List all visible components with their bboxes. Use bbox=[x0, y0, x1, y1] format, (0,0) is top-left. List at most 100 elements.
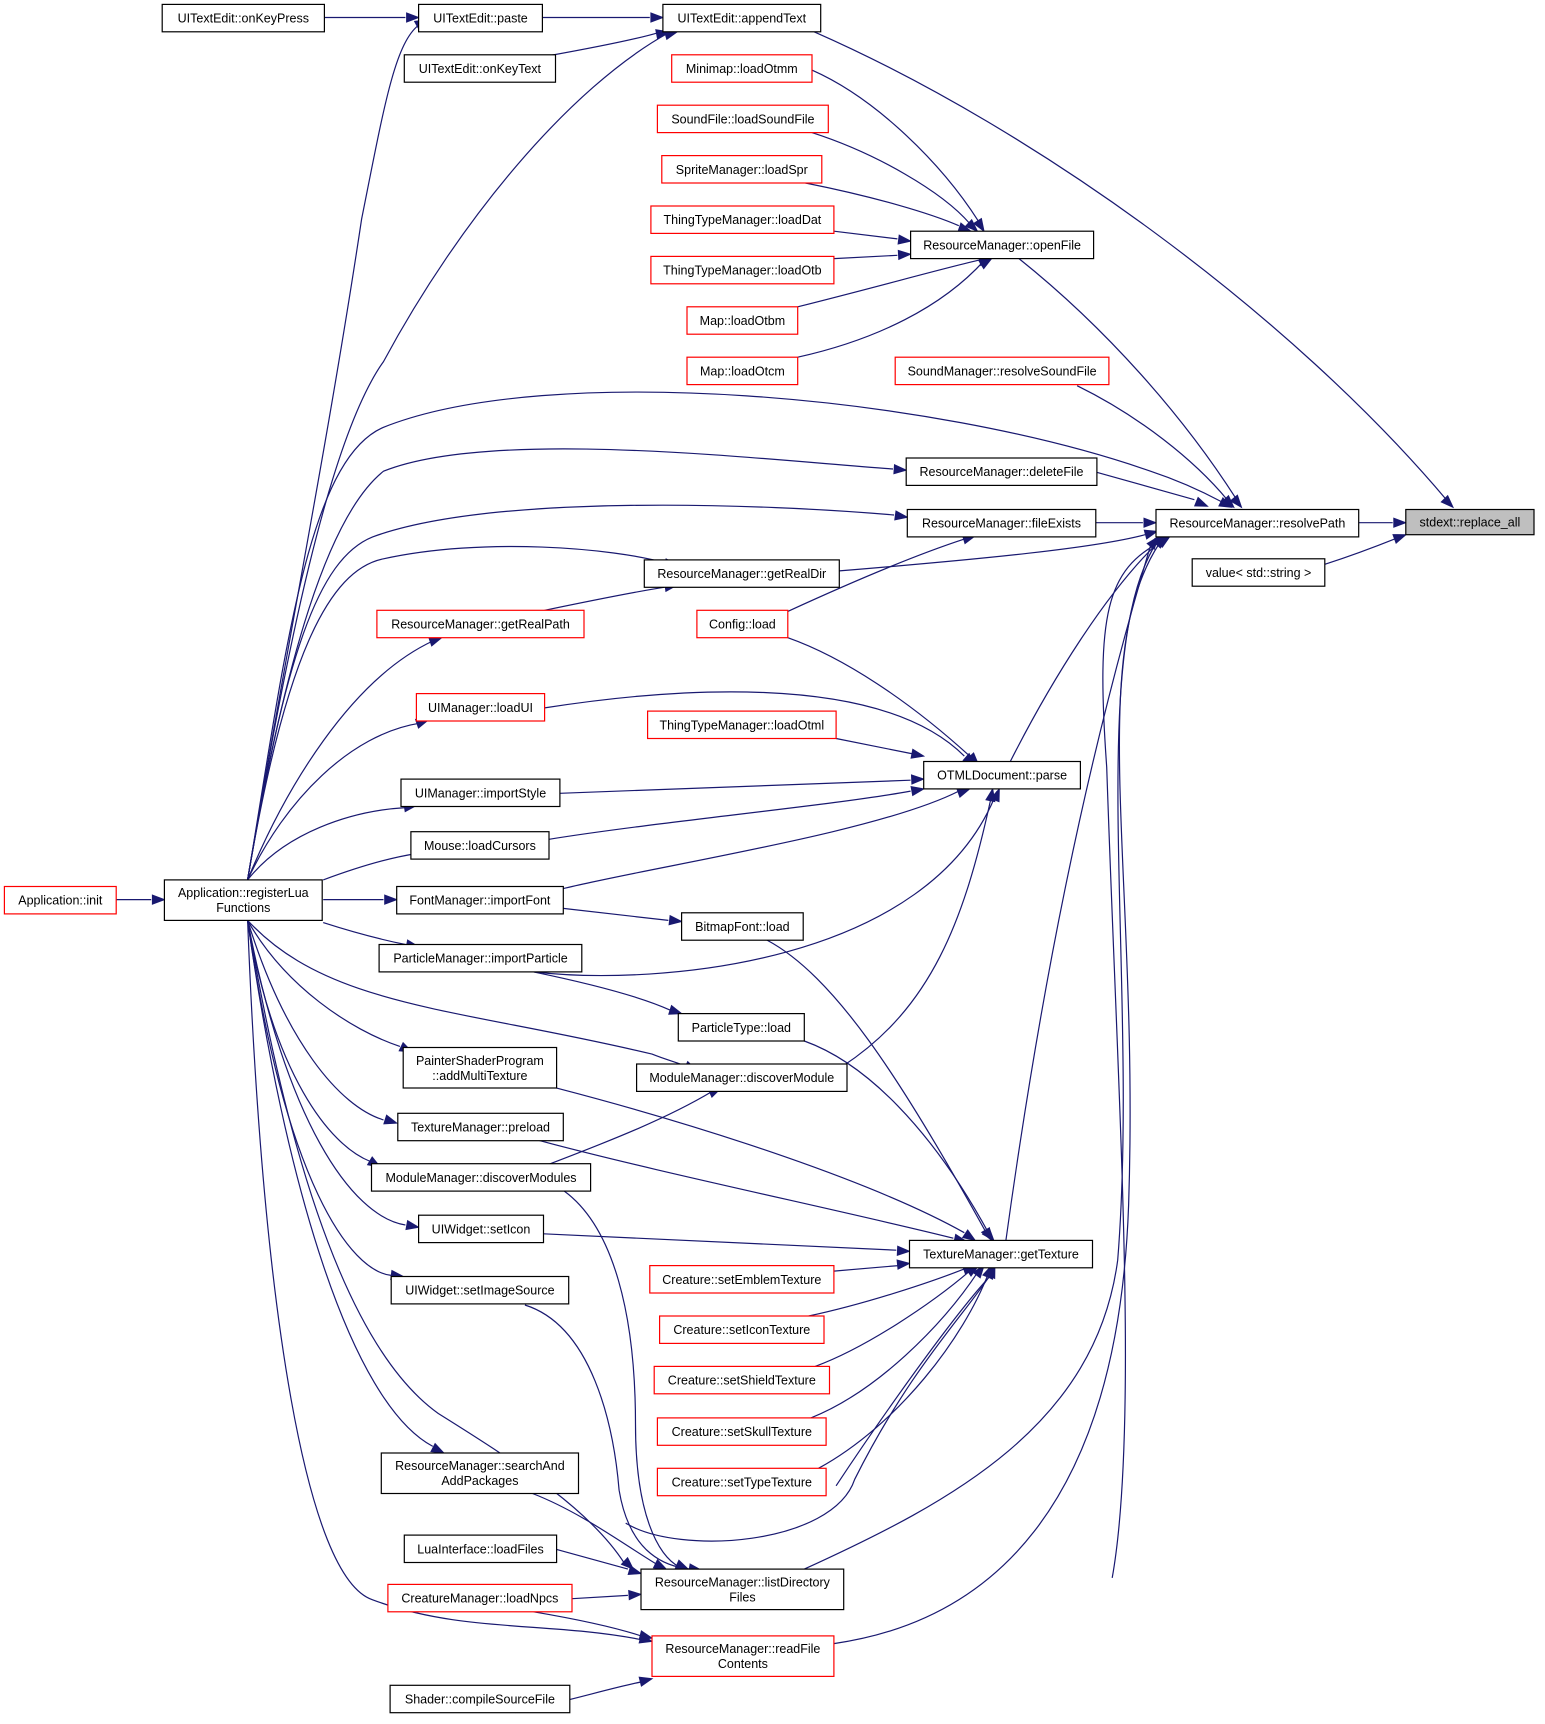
graph-node-particleTypeLoad[interactable]: ParticleType::load bbox=[677, 1012, 805, 1042]
graph-node-importStyle[interactable]: UIManager::importStyle bbox=[400, 778, 561, 808]
graph-node-openFile[interactable]: ResourceManager::openFile bbox=[909, 230, 1095, 260]
graph-node-preload[interactable]: TextureManager::preload bbox=[397, 1112, 564, 1142]
edge-line bbox=[833, 254, 898, 260]
graph-node-setSkull[interactable]: Creature::setSkullTexture bbox=[656, 1417, 827, 1446]
call-edge bbox=[556, 1087, 977, 1242]
node-label: ThingTypeManager::loadOtml bbox=[659, 718, 824, 732]
graph-node-setImageSource[interactable]: UIWidget::setImageSource bbox=[390, 1275, 570, 1305]
edge-line bbox=[247, 920, 639, 1640]
graph-node-resolvePath[interactable]: ResourceManager::resolvePath bbox=[1155, 508, 1360, 538]
graph-node-loadOtcm[interactable]: Map::loadOtcm bbox=[686, 356, 799, 386]
edge-line bbox=[805, 182, 960, 227]
call-edge bbox=[247, 448, 908, 880]
edge-line bbox=[835, 1272, 994, 1487]
edge-line bbox=[1076, 385, 1228, 501]
graph-node-setType[interactable]: Creature::setTypeTexture bbox=[656, 1467, 827, 1497]
graph-node-loadOtml[interactable]: ThingTypeManager::loadOtml bbox=[646, 710, 837, 740]
graph-node-replace_all[interactable]: stdext::replace_all bbox=[1405, 508, 1535, 536]
graph-node-getRealDir[interactable]: ResourceManager::getRealDir bbox=[643, 559, 840, 588]
graph-node-value_string[interactable]: value< std::string > bbox=[1191, 558, 1326, 587]
call-edge bbox=[247, 920, 421, 1231]
edge-line bbox=[813, 31, 1447, 501]
edge-line bbox=[533, 1611, 642, 1637]
edge-arrowhead bbox=[628, 1589, 643, 1601]
node-label: UITextEdit::paste bbox=[433, 12, 528, 26]
edge-line bbox=[547, 32, 658, 57]
graph-node-deleteFile[interactable]: ResourceManager::deleteFile bbox=[905, 457, 1098, 486]
call-edge bbox=[532, 1492, 668, 1570]
graph-node-getRealPath[interactable]: ResourceManager::getRealPath bbox=[376, 609, 585, 639]
graph-node-setIconTexture[interactable]: Creature::setIconTexture bbox=[658, 1315, 825, 1344]
graph-node-resolveSoundFile[interactable]: SoundManager::resolveSoundFile bbox=[894, 356, 1110, 386]
graph-node-importFont[interactable]: FontManager::importFont bbox=[396, 885, 564, 915]
graph-node-otmlParse[interactable]: OTMLDocument::parse bbox=[923, 760, 1082, 790]
graph-node-setEmblem[interactable]: Creature::setEmblemTexture bbox=[649, 1264, 835, 1294]
node-label: AddPackages bbox=[441, 1474, 518, 1488]
edge-line bbox=[804, 1040, 989, 1233]
edge-arrowhead bbox=[897, 249, 913, 261]
node-box bbox=[403, 54, 557, 83]
graph-node-setIcon[interactable]: UIWidget::setIcon bbox=[418, 1214, 545, 1244]
call-edge bbox=[548, 785, 926, 840]
node-label: FontManager::importFont bbox=[409, 894, 551, 908]
graph-node-importParticle[interactable]: ParticleManager::importParticle bbox=[378, 943, 583, 973]
edge-arrowhead bbox=[972, 217, 985, 233]
node-box bbox=[3, 885, 117, 915]
node-label: ResourceManager::deleteFile bbox=[920, 465, 1084, 479]
edge-line bbox=[247, 919, 689, 1068]
node-box bbox=[646, 710, 837, 740]
graph-node-onKeyPress[interactable]: UITextEdit::onKeyPress bbox=[161, 3, 325, 33]
node-label: Minimap::loadOtmm bbox=[686, 62, 798, 76]
graph-node-loadUI[interactable]: UIManager::loadUI bbox=[415, 692, 546, 722]
graph-node-discoverModule[interactable]: ModuleManager::discoverModule bbox=[635, 1063, 848, 1092]
graph-node-fileExists[interactable]: ResourceManager::fileExists bbox=[906, 508, 1097, 538]
graph-node-loadDat[interactable]: ThingTypeManager::loadDat bbox=[650, 205, 835, 234]
call-edge bbox=[625, 1265, 996, 1542]
graph-node-configLoad[interactable]: Config::load bbox=[696, 609, 789, 639]
graph-node-loadNpcs[interactable]: CreatureManager::loadNpcs bbox=[387, 1583, 573, 1613]
graph-node-loadSpr[interactable]: SpriteManager::loadSpr bbox=[661, 155, 823, 184]
edge-line bbox=[247, 807, 406, 881]
graph-node-appInit[interactable]: Application::init bbox=[3, 885, 117, 915]
call-edge bbox=[559, 774, 926, 794]
graph-node-compileSource[interactable]: Shader::compileSourceFile bbox=[389, 1684, 571, 1714]
edge-line bbox=[835, 737, 913, 755]
edge-line bbox=[247, 920, 384, 1121]
graph-node-loadOtb[interactable]: ThingTypeManager::loadOtb bbox=[650, 255, 835, 285]
graph-node-loadCursors[interactable]: Mouse::loadCursors bbox=[410, 831, 550, 860]
node-box bbox=[658, 1315, 825, 1344]
graph-node-paste[interactable]: UITextEdit::paste bbox=[418, 3, 544, 33]
graph-node-loadOtbm[interactable]: Map::loadOtbm bbox=[686, 306, 799, 335]
graph-node-loadSoundFile[interactable]: SoundFile::loadSoundFile bbox=[656, 104, 829, 134]
edge-line bbox=[625, 1274, 992, 1542]
graph-node-getTexture[interactable]: TextureManager::getTexture bbox=[908, 1239, 1094, 1269]
edge-arrowhead bbox=[638, 1630, 654, 1641]
edge-arrowhead bbox=[896, 1245, 911, 1257]
graph-node-loadOtmm[interactable]: Minimap::loadOtmm bbox=[671, 54, 813, 83]
graph-node-setShield[interactable]: Creature::setShieldTexture bbox=[653, 1365, 831, 1395]
node-box bbox=[686, 306, 799, 335]
graph-node-discoverModules[interactable]: ModuleManager::discoverModules bbox=[370, 1163, 592, 1192]
node-label: UIManager::loadUI bbox=[428, 701, 533, 715]
graph-node-onKeyText[interactable]: UITextEdit::onKeyText bbox=[403, 54, 557, 83]
call-edge bbox=[247, 920, 635, 1571]
graph-node-appendText[interactable]: UITextEdit::appendText bbox=[662, 3, 822, 33]
call-edge bbox=[787, 637, 980, 766]
node-box bbox=[640, 1568, 845, 1611]
node-label: ModuleManager::discoverModule bbox=[649, 1071, 834, 1085]
graph-node-bitmapLoad[interactable]: BitmapFont::load bbox=[680, 912, 804, 941]
edge-arrowhead bbox=[1392, 534, 1408, 544]
edge-arrowhead bbox=[910, 774, 926, 785]
call-edge bbox=[323, 894, 399, 905]
edge-line bbox=[247, 920, 401, 1047]
graph-node-luaLoadFiles[interactable]: LuaInterface::loadFiles bbox=[403, 1534, 558, 1564]
node-box bbox=[649, 1264, 835, 1294]
edge-line bbox=[247, 504, 895, 880]
node-box bbox=[680, 912, 804, 941]
graph-node-addMultiTexture[interactable]: PainterShaderProgram::addMultiTexture bbox=[402, 1046, 558, 1089]
